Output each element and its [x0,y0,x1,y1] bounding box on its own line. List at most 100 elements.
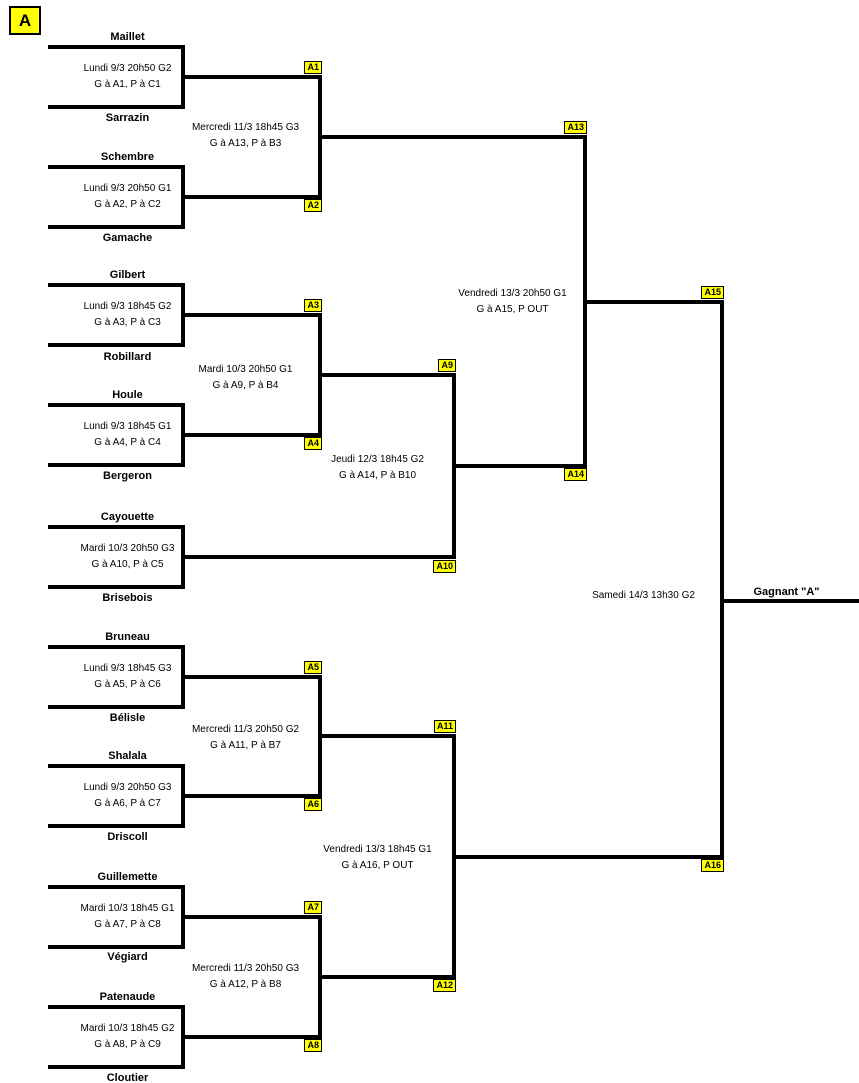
slot-label-a1: A1 [304,61,322,74]
player-name: Maillet [110,31,145,43]
game-result: G à A16, P OUT [341,860,414,871]
match-schedule: Lundi 9/3 18h45 G3 [83,663,172,674]
player-name: Gilbert [109,269,146,281]
slot-label-a2: A2 [304,199,322,212]
slot-label-a11: A11 [433,720,456,733]
match-schedule: Lundi 9/3 20h50 G2 [83,63,172,74]
game-info: Vendredi 13/3 20h50 G1 G à A15, P OUT [445,286,580,318]
slot-label-a9: A9 [438,359,456,372]
match-result: G à A7, P à C8 [94,919,161,930]
bracket-line [318,135,587,139]
bracket-line [181,313,322,317]
match-schedule: Lundi 9/3 20h50 G3 [83,782,172,793]
match-result: G à A2, P à C2 [94,199,161,210]
match-box: Lundi 9/3 18h45 G1 G à A4, P à C4 [48,403,185,467]
slot-label-a6: A6 [304,798,322,811]
game-schedule: Mardi 10/3 20h50 G1 [198,364,293,375]
game-schedule: Vendredi 13/3 18h45 G1 [323,844,432,855]
bracket-line [181,555,456,559]
slot-label-a14: A14 [564,468,587,481]
bracket-line [720,599,859,603]
slot-label-a10: A10 [433,560,456,573]
final-game-info: Samedi 14/3 13h30 G2 [576,588,711,604]
player-name: Houle [112,389,143,401]
game-info: Vendredi 13/3 18h45 G1 G à A16, P OUT [310,842,445,874]
player-name: Sarrazin [105,112,150,124]
bracket-line [181,915,322,919]
slot-label-a16: A16 [701,859,724,872]
bracket-line [181,794,322,798]
bracket-line [452,464,587,468]
game-info: Mardi 10/3 20h50 G1 G à A9, P à B4 [178,362,313,394]
player-name: Robillard [103,351,152,363]
bracket-line [452,855,724,859]
winner-label: Gagnant "A" [753,586,820,598]
pool-title: A [18,10,32,30]
match-schedule: Mardi 10/3 20h50 G3 [80,543,175,554]
match-result: G à A6, P à C7 [94,798,161,809]
bracket-line [181,675,322,679]
player-name: Bruneau [105,631,150,643]
bracket-line [181,433,322,437]
game-info: Mercredi 11/3 20h50 G2 G à A11, P à B7 [178,722,313,754]
game-result: G à A15, P OUT [476,304,549,315]
slot-label-a8: A8 [304,1039,322,1052]
match-box: Mardi 10/3 18h45 G1 G à A7, P à C8 [48,885,185,949]
game-result: G à A11, P à B7 [210,740,281,751]
match-result: G à A5, P à C6 [94,679,161,690]
player-name: Cayouette [100,511,155,523]
match-box: Mardi 10/3 20h50 G3 G à A10, P à C5 [48,525,185,589]
bracket-line [181,195,322,199]
game-schedule: Vendredi 13/3 20h50 G1 [458,288,567,299]
match-box: Mardi 10/3 18h45 G2 G à A8, P à C9 [48,1005,185,1069]
match-schedule: Mardi 10/3 18h45 G2 [80,1023,175,1034]
bracket-line [720,300,724,859]
game-schedule: Mercredi 11/3 18h45 G3 [191,122,300,133]
player-name: Schembre [100,151,155,163]
bracket-line [318,975,456,979]
player-name: Cloutier [106,1072,149,1083]
slot-label-a4: A4 [304,437,322,450]
bracket-line [318,734,456,738]
match-schedule: Lundi 9/3 18h45 G1 [83,421,172,432]
pool-title-box: A [9,6,41,35]
match-box: Lundi 9/3 18h45 G3 G à A5, P à C6 [48,645,185,709]
game-schedule: Samedi 14/3 13h30 G2 [592,590,695,601]
match-result: G à A3, P à C3 [94,317,161,328]
player-name: Végiard [107,951,148,963]
game-info: Jeudi 12/3 18h45 G2 G à A14, P à B10 [310,452,445,484]
game-schedule: Jeudi 12/3 18h45 G2 [331,454,424,465]
bracket-line [181,1035,322,1039]
match-box: Lundi 9/3 20h50 G2 G à A1, P à C1 [48,45,185,109]
slot-label-a12: A12 [433,979,456,992]
game-schedule: Mercredi 11/3 20h50 G2 [191,724,300,735]
match-schedule: Mardi 10/3 18h45 G1 [80,903,175,914]
player-name: Brisebois [102,592,153,604]
player-name: Patenaude [99,991,156,1003]
match-box: Lundi 9/3 20h50 G1 G à A2, P à C2 [48,165,185,229]
match-result: G à A1, P à C1 [94,79,161,90]
slot-label-a7: A7 [304,901,322,914]
bracket-line [181,75,322,79]
match-box: Lundi 9/3 18h45 G2 G à A3, P à C3 [48,283,185,347]
match-result: G à A8, P à C9 [94,1039,161,1050]
slot-label-a5: A5 [304,661,322,674]
match-schedule: Lundi 9/3 18h45 G2 [83,301,172,312]
game-info: Mercredi 11/3 18h45 G3 G à A13, P à B3 [178,120,313,152]
player-name: Guillemette [97,871,158,883]
match-schedule: Lundi 9/3 20h50 G1 [83,183,172,194]
player-name: Bélisle [109,712,146,724]
match-box: Lundi 9/3 20h50 G3 G à A6, P à C7 [48,764,185,828]
game-result: G à A12, P à B8 [209,979,282,990]
player-name: Shalala [108,750,147,762]
match-result: G à A10, P à C5 [91,559,164,570]
game-result: G à A13, P à B3 [209,138,282,149]
bracket-line [583,300,724,304]
player-name: Driscoll [107,831,148,843]
game-result: G à A9, P à B4 [212,380,279,391]
bracket-line [318,373,456,377]
slot-label-a3: A3 [304,299,322,312]
player-name: Gamache [102,232,153,244]
match-result: G à A4, P à C4 [94,437,161,448]
